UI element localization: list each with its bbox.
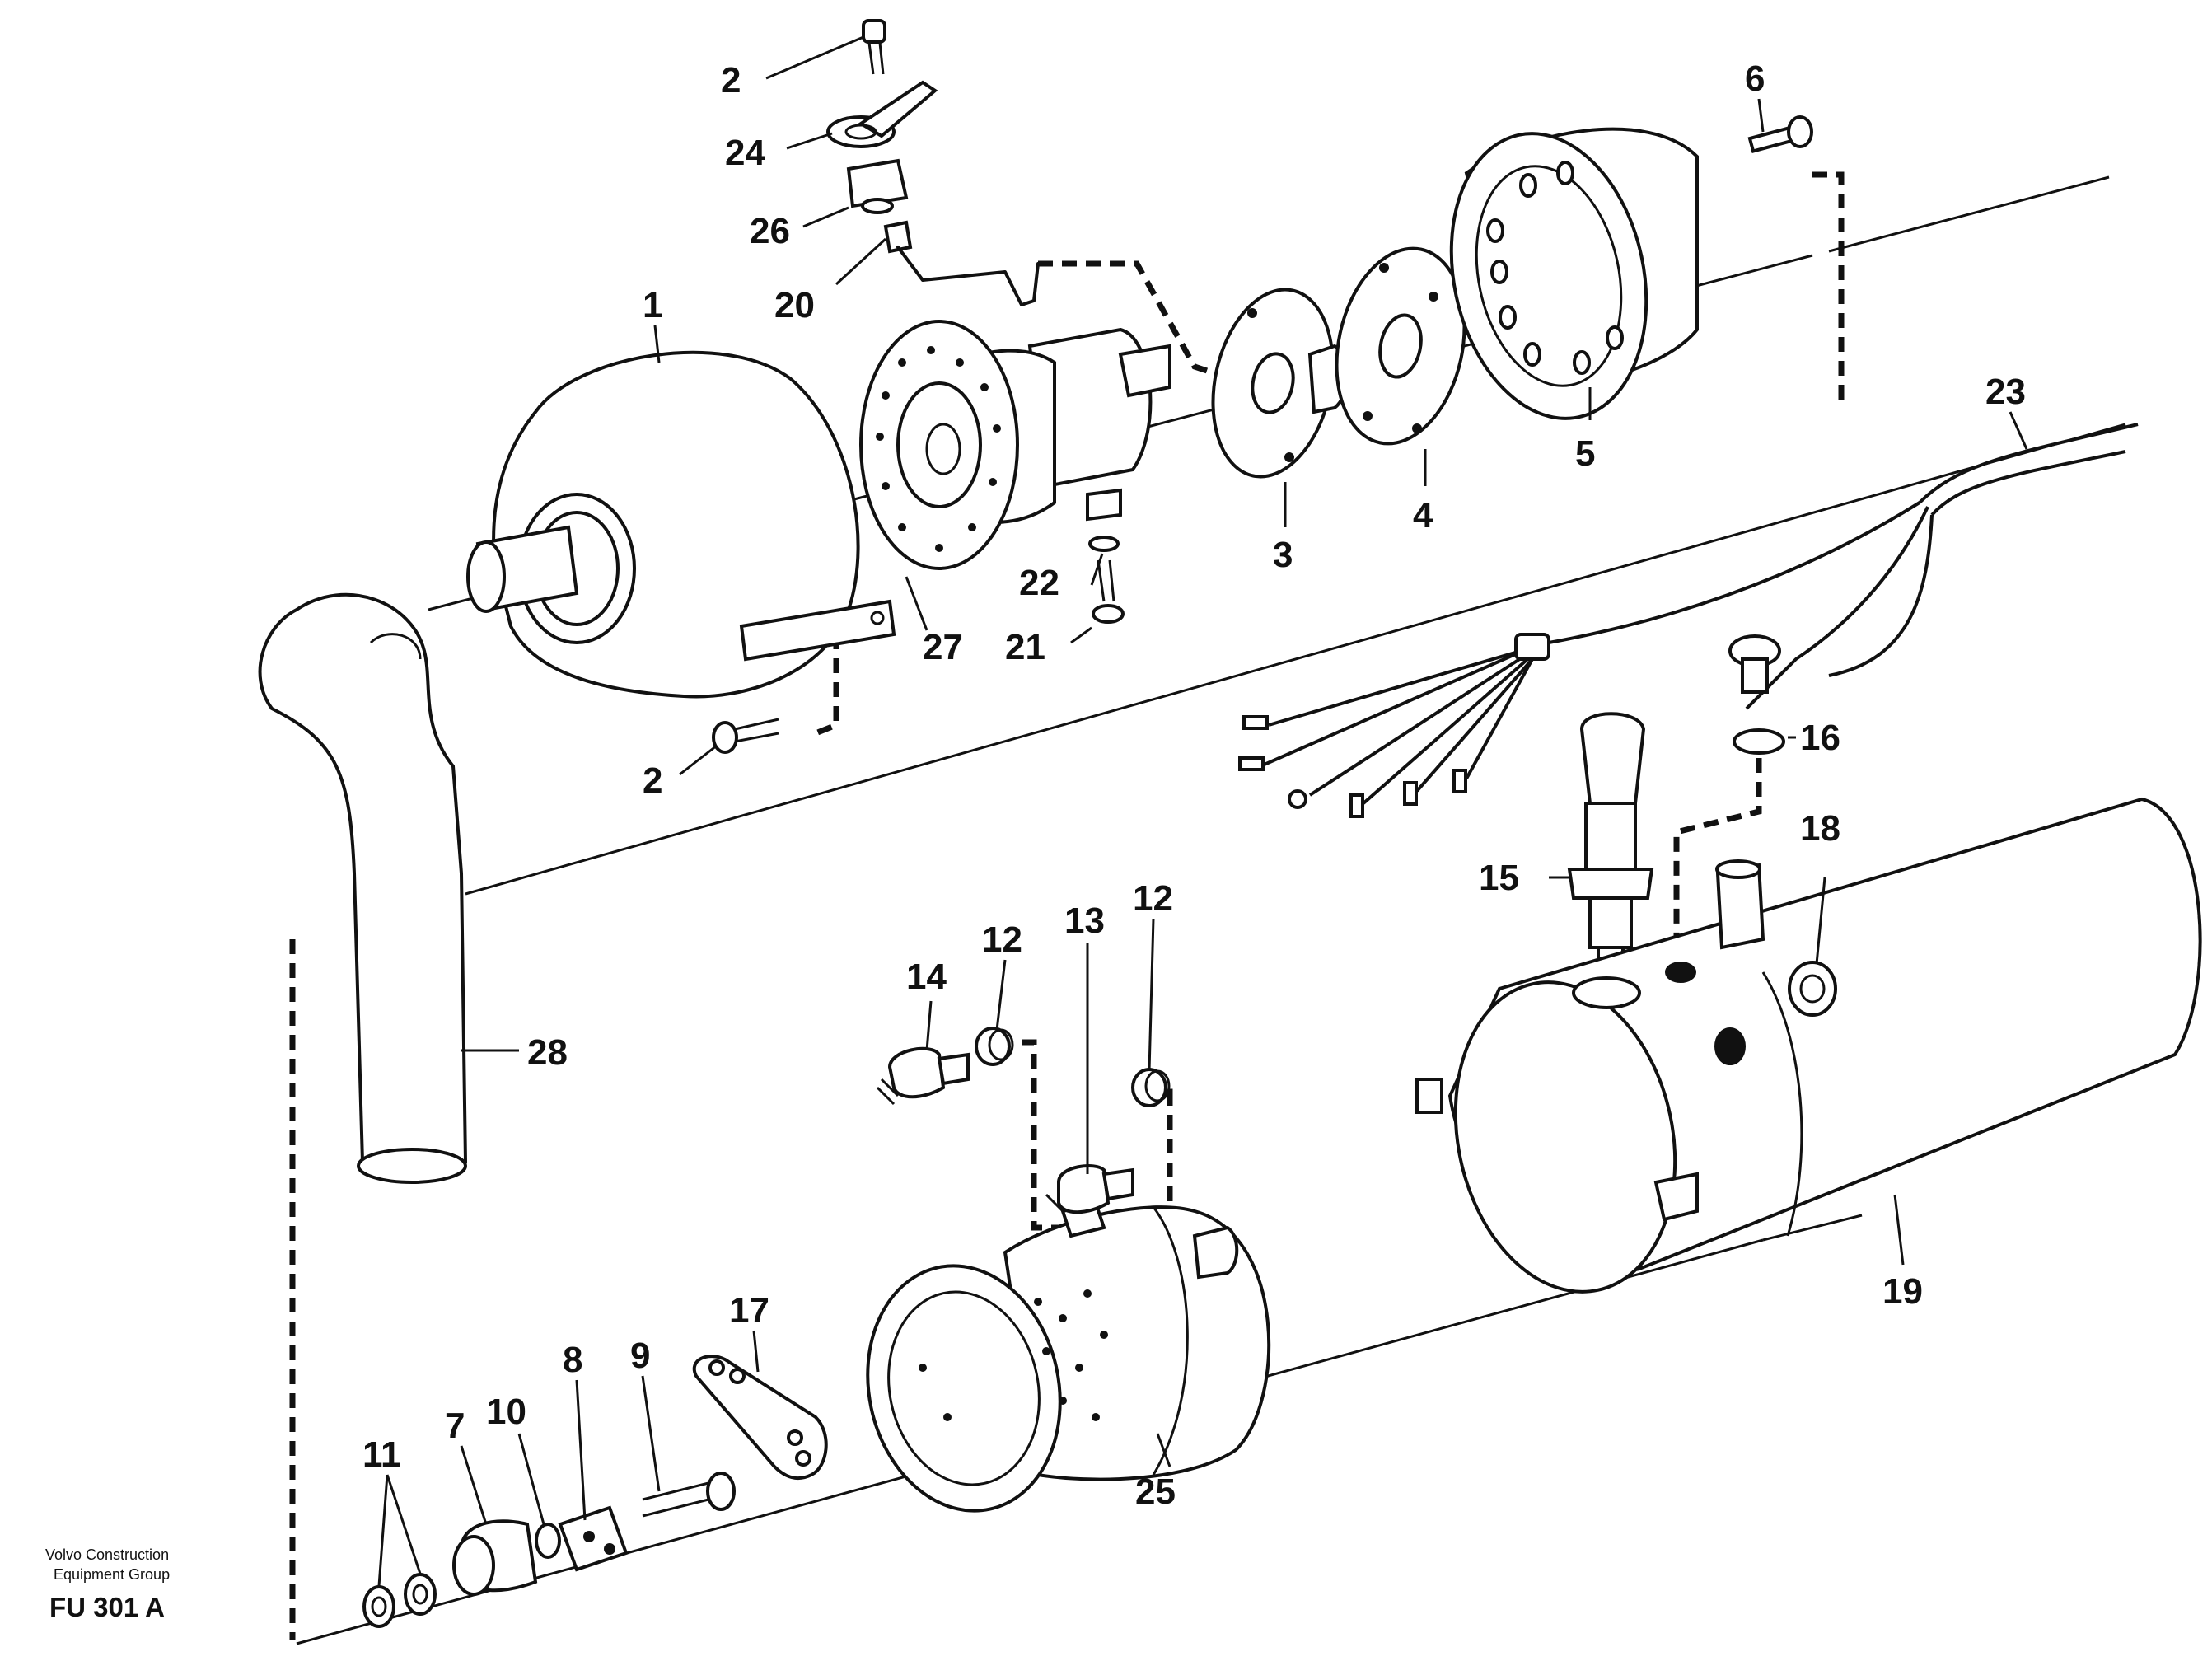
bracket-24 (826, 80, 938, 148)
callout-11: 11 (362, 1434, 401, 1475)
plug-16 (1728, 634, 1785, 755)
washer-10 (535, 1523, 561, 1559)
callout-26: 26 (750, 211, 790, 251)
callout-24: 24 (725, 133, 765, 173)
washers-11 (362, 1573, 437, 1628)
callout-12-right: 12 (1133, 878, 1173, 919)
gasket (1335, 246, 1466, 446)
bracket-17 (692, 1355, 828, 1481)
fan-motor (859, 320, 1171, 570)
leader-lines (377, 35, 2028, 1587)
callout-1: 1 (643, 285, 662, 325)
screw-21 (1092, 559, 1125, 624)
screw-2-lower (712, 718, 779, 754)
callout-7: 7 (445, 1406, 465, 1446)
callout-9: 9 (630, 1336, 650, 1376)
fuel-pipe-20 (883, 220, 1040, 306)
callout-25: 25 (1135, 1472, 1176, 1512)
callout-23: 23 (1985, 372, 2026, 412)
plate-8 (558, 1505, 629, 1572)
callout-2-top: 2 (721, 60, 741, 101)
callout-27: 27 (923, 627, 963, 667)
drawing-code: FU 301 A (49, 1592, 165, 1622)
callout-15: 15 (1479, 858, 1519, 898)
callout-21: 21 (1005, 627, 1045, 667)
screw-2-top (862, 19, 886, 75)
callout-16: 16 (1800, 718, 1840, 758)
footer-identification: Volvo Construction Equipment Group FU 30… (45, 1546, 170, 1622)
callout-19: 19 (1882, 1271, 1923, 1312)
bolt-6 (1747, 115, 1813, 153)
callout-10: 10 (486, 1392, 526, 1432)
callout-13: 13 (1064, 901, 1105, 941)
callout-22: 22 (1019, 563, 1059, 603)
callout-5: 5 (1575, 433, 1595, 474)
combustion-cup (1449, 127, 1699, 420)
brand-line-1: Volvo Construction (45, 1546, 169, 1563)
glow-plug-14 (876, 1046, 970, 1106)
grommet-26 (846, 158, 909, 214)
burner-holes (919, 1289, 1108, 1421)
callout-14: 14 (906, 957, 947, 997)
flange-plate (1211, 288, 1349, 479)
callout-12-left: 12 (982, 919, 1022, 960)
wiring-harness (1238, 423, 2139, 818)
heat-exchanger-cylinder (1415, 797, 2202, 1294)
washer-22 (1088, 536, 1120, 552)
heater-housing (466, 350, 896, 699)
cup-holes (1486, 161, 1624, 375)
callout-2-lower: 2 (643, 760, 662, 801)
bushing-7 (452, 1519, 538, 1596)
bolt-9 (642, 1472, 736, 1518)
callout-6: 6 (1745, 58, 1765, 99)
brand-line-2: Equipment Group (54, 1566, 170, 1583)
callout-20: 20 (774, 285, 815, 325)
callout-17: 17 (729, 1290, 769, 1331)
spring-12-right (1131, 1068, 1171, 1107)
callout-3: 3 (1273, 535, 1293, 575)
intake-elbow-pipe (258, 592, 468, 1184)
fan-holes (876, 346, 1001, 552)
callout-4: 4 (1413, 495, 1433, 536)
callout-8: 8 (563, 1340, 582, 1380)
spring-12-left (975, 1027, 1014, 1066)
callout-numbers: 2 24 26 20 1 6 5 4 3 22 21 27 2 23 16 15… (362, 58, 2026, 1512)
callout-28: 28 (527, 1032, 568, 1073)
sleeve-13 (1045, 1164, 1134, 1214)
burner-tube (866, 1200, 1270, 1513)
callout-18: 18 (1800, 808, 1840, 849)
